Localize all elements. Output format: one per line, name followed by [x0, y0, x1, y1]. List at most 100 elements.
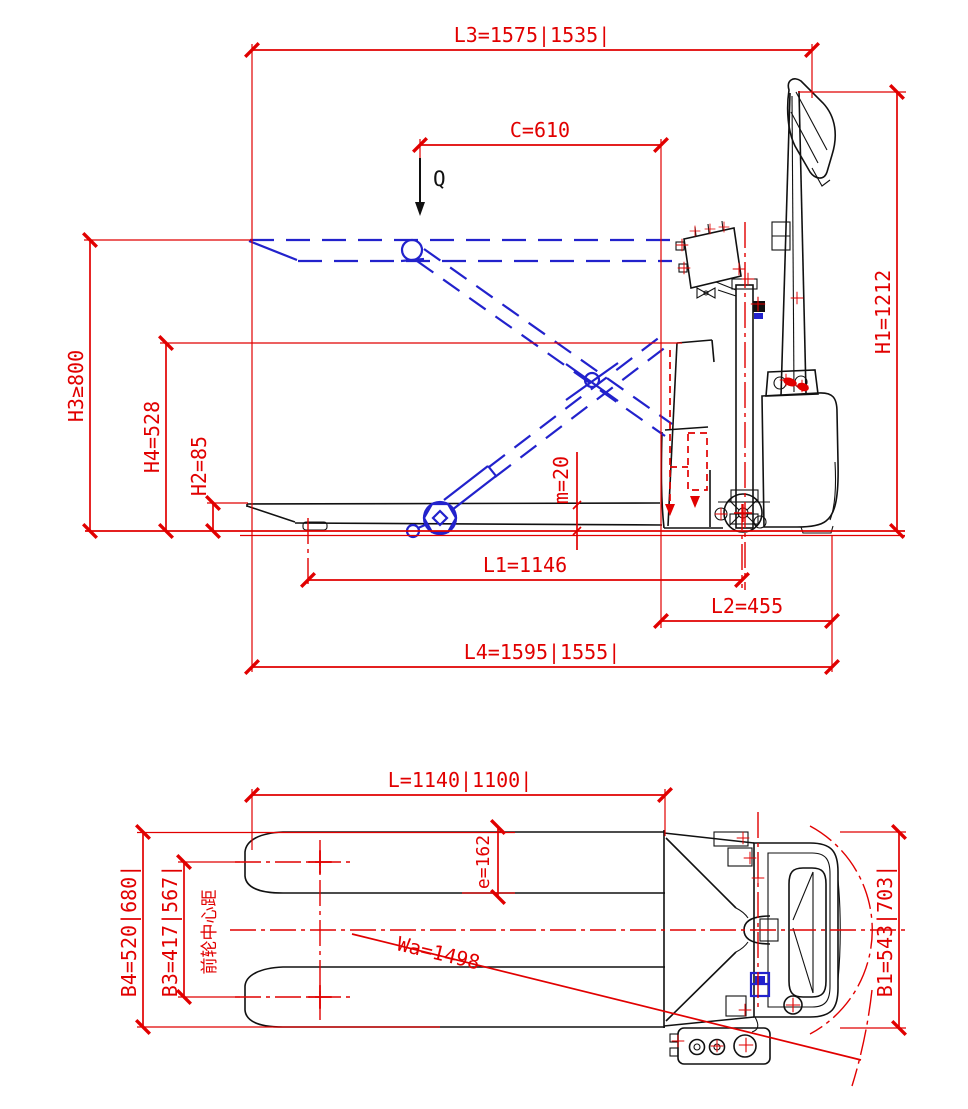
scissor-lift-raised-position — [248, 238, 673, 539]
turning-radius: Wa=1498 — [351, 825, 873, 1087]
drawing-stroke — [235, 861, 352, 998]
dim-L2: L2=455 — [711, 594, 783, 618]
drawing-stroke — [738, 1003, 752, 1017]
drawing-stroke — [443, 465, 497, 511]
wa-arc — [851, 989, 873, 1087]
drawing-stroke — [689, 225, 701, 237]
dim-H2: H2=85 — [187, 436, 211, 496]
drawing-stroke — [755, 976, 765, 984]
dim-e: e=162 — [473, 835, 494, 889]
drawing-stroke — [246, 505, 296, 523]
tiller-handle — [771, 78, 837, 397]
dimensions-plan: L=1140|1100| e=162 B4=520|680| B3=417|56… — [117, 768, 908, 1037]
drawing-stroke — [829, 461, 837, 521]
drawing-stroke — [735, 907, 749, 953]
drawing-stroke — [741, 272, 755, 286]
drawing-stroke — [727, 847, 753, 867]
machine-body-plan — [663, 830, 841, 1065]
dim-L4: L4=1595|1555| — [464, 640, 621, 664]
blue-clamp-plan — [749, 971, 771, 998]
drawing-stroke — [765, 369, 819, 397]
tiller-grip-plan — [788, 867, 827, 998]
dim-m: m=20 — [549, 456, 573, 504]
drawing-stroke — [713, 831, 749, 847]
drawing-stroke — [738, 1037, 754, 1053]
drawing-stroke — [665, 837, 737, 1022]
drawing-stroke — [248, 239, 298, 262]
drawing-stroke — [669, 350, 688, 502]
drawing-stroke — [725, 995, 747, 1017]
butterfly-knob — [696, 287, 716, 299]
drawing-stroke — [423, 248, 673, 425]
drawing-stroke — [417, 523, 426, 530]
drawing-stroke — [767, 852, 831, 1008]
drawing-stroke — [693, 1043, 701, 1051]
hidden-component-outline — [665, 350, 708, 516]
drawing-stroke — [790, 91, 828, 164]
center-pivot — [583, 371, 601, 389]
front-roller-side — [302, 521, 328, 531]
dim-B1: B1=543|703| — [873, 865, 897, 997]
drawing-stroke — [294, 522, 663, 526]
drawing-stroke — [307, 984, 333, 1010]
drawing-stroke — [488, 332, 666, 468]
drawing-stroke — [246, 502, 661, 505]
dim-C: C=610 — [510, 118, 570, 142]
forks-plan — [244, 831, 665, 1028]
side-centerlines — [307, 221, 809, 590]
blue-fitting — [754, 313, 763, 319]
drawing-stroke — [676, 339, 713, 344]
drawing-stroke — [790, 291, 804, 305]
knob-plan — [783, 995, 803, 1015]
body-swing-arc — [809, 825, 873, 1035]
drawing-stroke — [785, 997, 801, 1013]
drawing-stroke — [696, 287, 708, 299]
plan-centerlines — [230, 812, 907, 1053]
drawing-stroke — [792, 871, 814, 994]
drawing-stroke — [683, 227, 742, 289]
dim-L: L=1140|1100| — [388, 768, 533, 792]
dim-L1: L1=1146 — [483, 553, 567, 577]
dim-H4: H4=528 — [140, 401, 164, 473]
rear-cover — [761, 392, 839, 534]
drawing-stroke — [751, 1016, 759, 1033]
machine-body-side — [660, 78, 839, 534]
drawing-stroke — [671, 1034, 685, 1048]
drawing-stroke — [416, 260, 666, 437]
fork-upper — [244, 831, 665, 894]
drawing-stroke — [675, 238, 689, 252]
dim-Wa: Wa=1498 — [395, 932, 483, 975]
drawing-stroke — [791, 95, 795, 393]
body-cover-plan — [753, 842, 839, 1018]
drawing-stroke — [761, 392, 839, 528]
drawing-stroke — [797, 382, 809, 392]
fork-lower — [244, 966, 665, 1028]
drawing-stroke — [660, 431, 665, 529]
drawing-stroke — [708, 1038, 726, 1056]
drawing-stroke — [422, 500, 458, 536]
load-arrow: Q — [415, 158, 446, 216]
dim-L3: L3=1575|1535| — [454, 23, 611, 47]
drawing-stroke — [669, 1047, 679, 1057]
drawing-stroke — [422, 502, 458, 534]
drawing-stroke — [732, 262, 746, 276]
load-arrow-label: Q — [433, 167, 446, 191]
caster-bracket-plan — [669, 1016, 771, 1065]
drawing-stroke — [728, 499, 758, 527]
dim-H1: H1=1212 — [871, 270, 895, 354]
dimensions-side: L3=1575|1535| C=610 Q H1=1212 H3≥800 H4=… — [64, 23, 906, 676]
plan-view: Wa=1498 L=1140|1100| e=162 B4=520|680| B… — [117, 768, 908, 1087]
dim-B3: B3=417|567| — [158, 865, 182, 997]
control-box — [675, 220, 742, 289]
drawing-stroke — [494, 342, 672, 478]
drawing-stroke — [800, 525, 834, 534]
front-wheel-center-label: 前轮中心距 — [200, 890, 220, 975]
hydraulic-cylinder — [729, 278, 759, 529]
drawing-stroke — [711, 339, 715, 363]
drawing-stroke — [687, 432, 708, 491]
drawing-stroke — [733, 1034, 757, 1058]
dim-H3: H3≥800 — [64, 350, 88, 422]
drawing-stroke — [798, 90, 807, 394]
